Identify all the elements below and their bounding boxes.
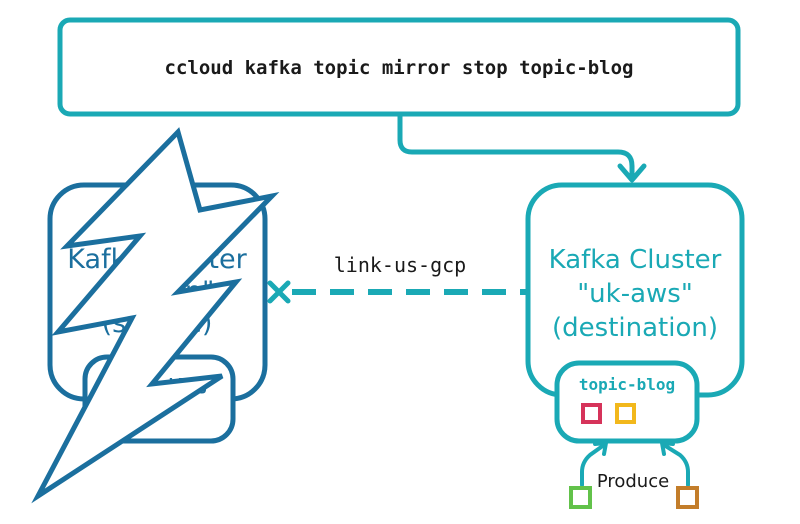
lightning-bolt-icon [31,127,280,504]
producer-green-arrow [580,443,606,487]
link-broken-x-icon [267,280,291,304]
destination-partition-red [581,403,602,424]
producer-green-arrowhead [593,441,608,456]
destination-topic-label: topic-blog [579,375,675,394]
command-arrow [397,111,635,179]
command-text: ccloud kafka topic mirror stop topic-blo… [165,57,634,79]
producer-green-icon [569,486,592,509]
destination-partition-yellow [615,403,636,424]
producer-brown-arrowhead [660,441,675,456]
command-arrowhead [617,163,647,183]
destination-cluster-title-line2: "uk-aws" [577,279,693,309]
destination-cluster-title-line1: Kafka Cluster [549,245,722,275]
produce-label: Produce [597,471,669,492]
link-label: link-us-gcp [334,253,466,277]
producer-brown-icon [676,486,699,509]
producer-brown-arrow [662,443,690,487]
destination-cluster-title-line3: (destination) [552,313,718,343]
